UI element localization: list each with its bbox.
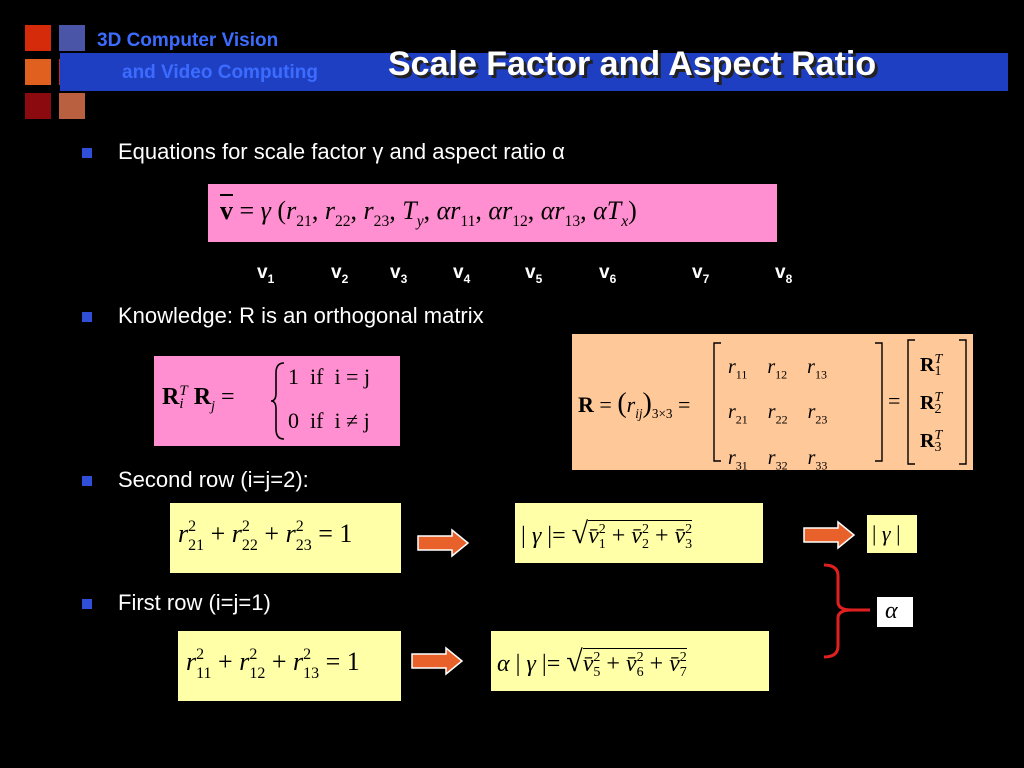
bullet-marker [82, 476, 92, 486]
logo-square-3 [25, 59, 51, 85]
bullet-marker [82, 312, 92, 322]
case-brace [270, 362, 285, 440]
v-vector-equation: v = γ (r21, r22, r23, Ty, αr11, αr12, αr… [208, 184, 777, 242]
gamma-result: | γ | [867, 515, 917, 553]
course-name-line1: 3D Computer Vision [97, 30, 279, 51]
v-label-6: v6 [599, 262, 617, 286]
arrow-right-icon [411, 646, 464, 676]
v-label-2: v2 [331, 262, 349, 286]
v-label-1: v1 [257, 262, 275, 286]
logo-square-6 [59, 93, 85, 119]
rotation-matrix-equation: R = (rij)3×3 = r11 r12 r13 r21 r22 r23 r… [572, 334, 973, 472]
title-bar [60, 53, 1008, 91]
bullet-marker [82, 599, 92, 609]
bullet-marker [82, 148, 92, 158]
v-label-8: v8 [775, 262, 793, 286]
v-label-3: v3 [390, 262, 408, 286]
course-name-line2: and Video Computing [122, 62, 318, 83]
v-label-4: v4 [453, 262, 471, 286]
bullet-text-3: Second row (i=j=2): [118, 467, 309, 492]
red-brace [823, 563, 870, 659]
bullet-text-2: Knowledge: R is an orthogonal matrix [118, 303, 484, 328]
v-label-7: v7 [692, 262, 710, 286]
matrix-bracket-left-2 [907, 339, 915, 465]
logo-square-1 [25, 25, 51, 51]
arrow-right-icon [803, 520, 856, 550]
alpha-result: α [877, 597, 913, 627]
bullet-text-1: Equations for scale factor γ and aspect … [118, 139, 565, 164]
logo-square-5 [25, 93, 51, 119]
logo-square-2 [59, 25, 85, 51]
arrow-right-icon [417, 528, 470, 558]
matrix-bracket-right-2 [959, 339, 967, 465]
slide-title: Scale Factor and Aspect Ratio [388, 45, 877, 83]
bullet-text-4: First row (i=j=1) [118, 590, 271, 615]
matrix-bracket-right [875, 342, 883, 462]
v-label-5: v5 [525, 262, 543, 286]
matrix-bracket-left [713, 342, 721, 462]
